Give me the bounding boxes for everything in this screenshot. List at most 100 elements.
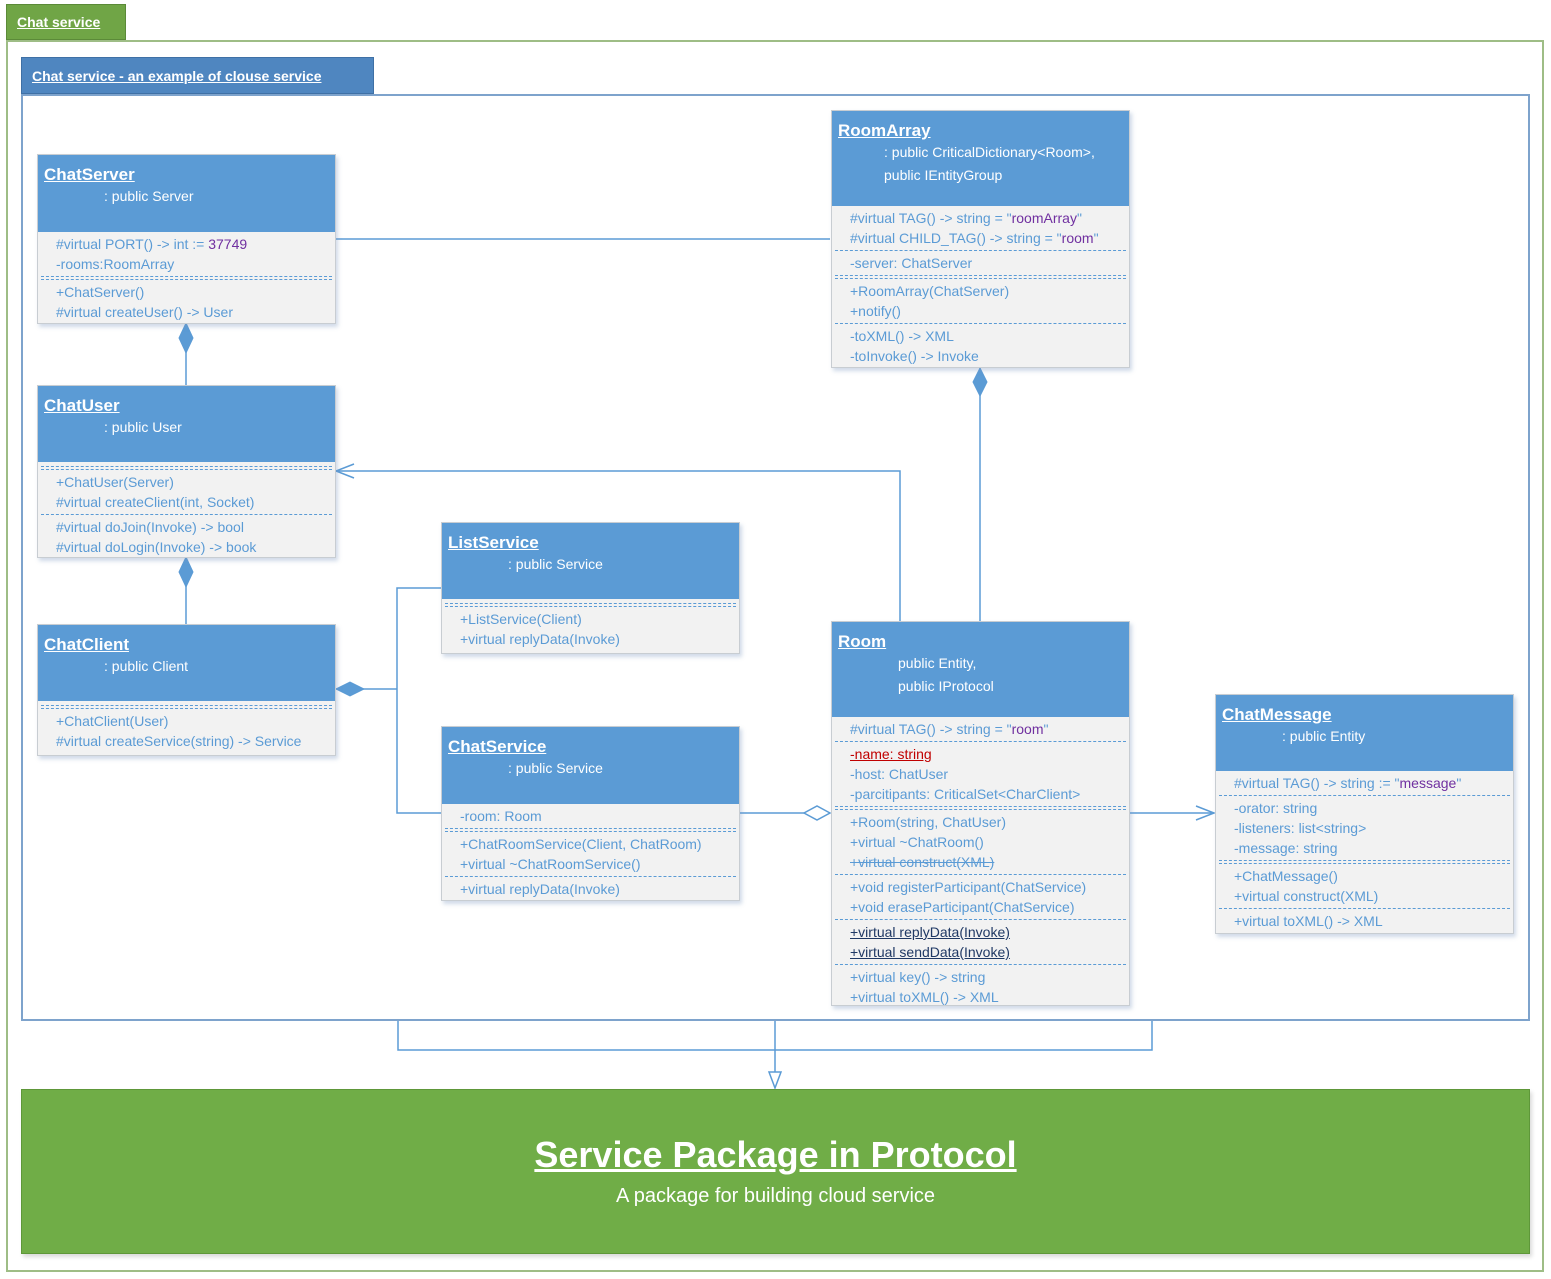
class-base: public Entity, xyxy=(898,655,977,671)
member: +virtual toXML() -> XML xyxy=(1234,913,1383,929)
member: #virtual TAG() -> string := "message" xyxy=(1234,775,1462,791)
arrow-chatmessage xyxy=(1195,805,1217,821)
generalization-arrow xyxy=(767,1071,783,1091)
member: -rooms:RoomArray xyxy=(56,256,175,272)
member: -orator: string xyxy=(1234,800,1318,816)
member: #virtual CHILD_TAG() -> string = "room" xyxy=(850,230,1099,246)
member: +RoomArray(ChatServer) xyxy=(850,283,1010,299)
separator xyxy=(1219,795,1510,796)
class-chatservice[interactable]: ChatService: public Service -room: Room … xyxy=(441,726,740,901)
member: +ChatServer() xyxy=(56,284,145,300)
member: #virtual TAG() -> string = "roomArray" xyxy=(850,210,1082,226)
member: +virtual replyData(Invoke) xyxy=(460,881,620,897)
member: -message: string xyxy=(1234,840,1338,856)
member: -room: Room xyxy=(460,808,542,824)
member: -name: string xyxy=(850,746,932,762)
diamond-chatclient xyxy=(334,681,366,697)
class-base: : public Server xyxy=(104,188,194,204)
member: -server: ChatServer xyxy=(850,255,973,271)
member: #virtual doLogin(Invoke) -> book xyxy=(56,539,257,555)
separator xyxy=(835,323,1126,324)
separator xyxy=(41,276,332,280)
member: +virtual replyData(Invoke) xyxy=(460,631,620,647)
package-title: Service Package in Protocol xyxy=(534,1134,1017,1175)
member: +virtual ~ChatRoomService() xyxy=(460,856,641,872)
separator xyxy=(41,466,332,470)
member: #virtual createService(string) -> Servic… xyxy=(56,733,302,749)
member: #virtual doJoin(Invoke) -> bool xyxy=(56,519,244,535)
member: #virtual PORT() -> int := 37749 xyxy=(56,236,248,252)
member: +ChatMessage() xyxy=(1234,868,1338,884)
separator xyxy=(1219,860,1510,864)
diamond-roomarray xyxy=(972,366,988,398)
diamond-chatserver xyxy=(178,321,194,355)
member: +virtual replyData(Invoke) xyxy=(850,924,1010,940)
class-name: ChatUser xyxy=(44,396,120,415)
separator xyxy=(445,603,736,607)
class-chatmessage[interactable]: ChatMessage : public Entity #virtual TAG(… xyxy=(1215,694,1514,934)
class-base: : public Service xyxy=(508,760,603,776)
member: +ChatRoomService(Client, ChatRoom) xyxy=(460,836,702,852)
class-base: : public Entity xyxy=(1282,728,1366,744)
class-chatuser[interactable]: ChatUser: public User +ChatUser(Server) … xyxy=(37,385,336,558)
separator xyxy=(445,876,736,877)
member: -toInvoke() -> Invoke xyxy=(850,348,979,364)
diamond-chatuser xyxy=(178,555,194,589)
separator xyxy=(835,874,1126,875)
member: -listeners: list<string> xyxy=(1234,820,1367,836)
class-roomarray[interactable]: RoomArray: public CriticalDictionary<Roo… xyxy=(831,110,1130,368)
class-name: Room xyxy=(838,632,887,651)
member: +virtual ~ChatRoom() xyxy=(850,834,984,850)
outer-package-tab[interactable]: Chat service xyxy=(6,4,126,40)
member: -toXML() -> XML xyxy=(850,328,954,344)
branch-listservice xyxy=(396,587,441,814)
class-base: : public User xyxy=(104,419,182,435)
class-name: RoomArray xyxy=(838,121,931,140)
member: +void eraseParticipant(ChatService) xyxy=(850,899,1075,915)
class-base: : public Client xyxy=(104,658,189,674)
separator xyxy=(445,828,736,832)
member: +virtual sendData(Invoke) xyxy=(850,944,1010,960)
package-subtitle: A package for building cloud service xyxy=(615,1185,936,1207)
separator xyxy=(835,741,1126,742)
member: +Room(string, ChatUser) xyxy=(850,814,1006,830)
class-base: public IEntityGroup xyxy=(884,167,1003,183)
member: #virtual TAG() -> string = "room" xyxy=(850,721,1049,737)
member: -host: ChatUser xyxy=(850,766,949,782)
inner-package-frame xyxy=(21,94,1530,1021)
class-name: ListService xyxy=(448,533,539,552)
class-name: ChatMessage xyxy=(1222,705,1332,724)
separator xyxy=(835,964,1126,965)
member: +virtual toXML() -> XML xyxy=(850,989,999,1005)
inner-package-tab[interactable]: Chat service - an example of clouse serv… xyxy=(21,57,374,94)
outer-package-frame xyxy=(6,40,1544,1272)
outer-package-title: Chat service xyxy=(17,14,101,30)
member: +virtual key() -> string xyxy=(850,969,986,985)
member: +notify() xyxy=(850,303,901,319)
separator xyxy=(835,919,1126,920)
class-chatserver[interactable]: ChatServer: public Server #virtual PORT(… xyxy=(37,154,336,324)
member: +void registerParticipant(ChatService) xyxy=(850,879,1087,895)
class-chatclient[interactable]: ChatClient : public Client +ChatClient(Us… xyxy=(37,624,336,756)
separator xyxy=(835,250,1126,251)
inner-package-title: Chat service - an example of clouse serv… xyxy=(32,68,322,84)
member: +ChatClient(User) xyxy=(56,713,169,729)
member: +virtual construct(XML) xyxy=(850,854,995,870)
separator xyxy=(41,705,332,709)
class-listservice[interactable]: ListService: public Service +ListService… xyxy=(441,522,740,654)
separator xyxy=(41,514,332,515)
aggregation-diamond-room xyxy=(802,805,832,821)
member: +virtual construct(XML) xyxy=(1234,888,1379,904)
member: #virtual createUser() -> User xyxy=(56,304,233,320)
class-name: ChatService xyxy=(448,737,547,756)
member: -parcitipants: CriticalSet<CharClient> xyxy=(850,786,1081,802)
class-name: ChatClient xyxy=(44,635,129,654)
member: #virtual createClient(int, Socket) xyxy=(56,494,255,510)
service-package[interactable]: Service Package in Protocol A package fo… xyxy=(21,1089,1530,1254)
assoc-room-chatuser xyxy=(336,470,901,621)
class-base: : public Service xyxy=(508,556,603,572)
separator xyxy=(835,806,1126,810)
separator xyxy=(835,275,1126,279)
